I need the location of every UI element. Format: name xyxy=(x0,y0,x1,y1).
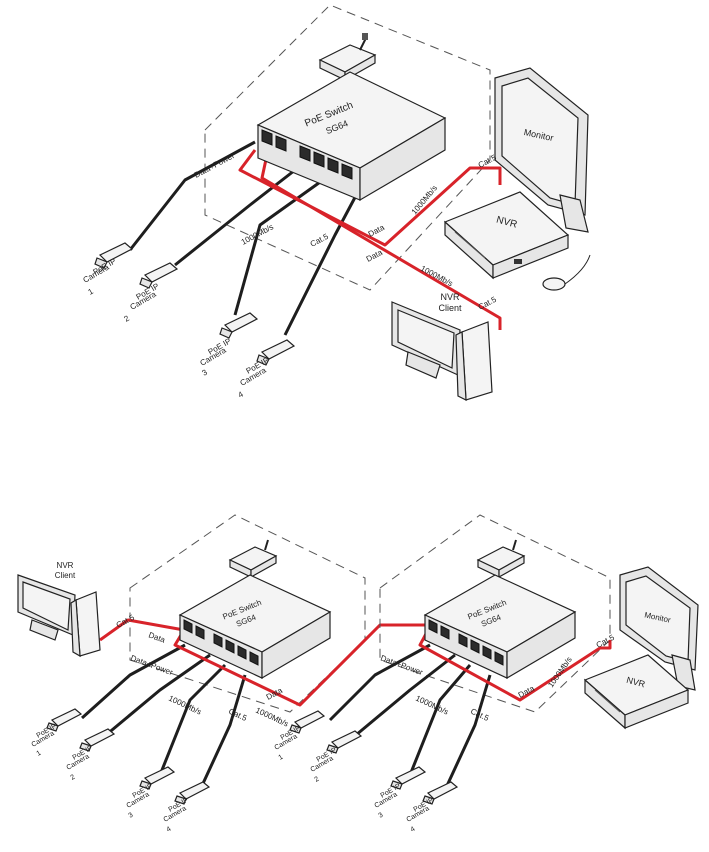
camera-cables-br xyxy=(328,643,492,791)
poe-switch: PoE Switch SG64 xyxy=(256,71,447,202)
label-data-power-br: Data+Power xyxy=(379,653,424,677)
nvr-device: NVR xyxy=(443,191,570,280)
switch-ports xyxy=(261,129,353,180)
label-1000-br: 1000Mb/s xyxy=(414,694,450,717)
label-cat5-a-br: Cat.5 xyxy=(469,707,491,723)
camera-4-bl: PoE IP Camera 4 xyxy=(163,781,211,834)
nvr-client-label-1-bl: NVR xyxy=(57,561,74,570)
red-links-bl xyxy=(99,618,440,707)
camera-3-num: 3 xyxy=(201,367,210,377)
camera-1-num: 1 xyxy=(87,286,96,296)
camera-2: PoE IP Camera 2 xyxy=(123,262,179,324)
nvr-label-br: NVR xyxy=(625,675,646,690)
bottom-left-diagram: PoE Switch SG64 NVR Client PoE IP Camera… xyxy=(17,514,440,834)
camera-4-num: 4 xyxy=(237,389,246,399)
label-data-b: Data xyxy=(365,248,385,264)
camera-3-bl-num: 3 xyxy=(128,812,135,820)
camera-4-br: PoE IP Camera 4 xyxy=(406,781,459,834)
nvr-client-label-2-bl: Client xyxy=(55,571,76,580)
power-adapter-br xyxy=(476,539,526,579)
mouse-icon xyxy=(542,254,591,291)
label-1000-a: 1000Mb/s xyxy=(240,222,275,246)
label-cat5-a-bl: Cat.5 xyxy=(115,613,137,630)
camera-2-bl-num: 2 xyxy=(70,774,77,782)
camera-cables-bl xyxy=(80,643,247,791)
camera-2-bl: PoE IP Camera 2 xyxy=(66,728,116,782)
camera-1: PoE IP Camera 1 xyxy=(82,242,134,297)
red-links-top xyxy=(238,149,502,330)
label-1000-link-br: 1000Mb/s xyxy=(546,655,574,689)
poe-switch-br: PoE Switch SG64 xyxy=(423,574,577,680)
top-diagram: PoE Switch SG64 Monitor NVR xyxy=(82,4,591,402)
camera-3-bl: PoE IP Camera 3 xyxy=(126,766,176,820)
nvr-client-label-1: NVR xyxy=(440,292,460,302)
camera-1-bl-num: 1 xyxy=(36,750,43,758)
camera-4-br-num: 4 xyxy=(410,826,417,834)
nvr-client-pc: NVR Client xyxy=(391,292,493,402)
label-data-power-bl: Data+Power xyxy=(129,653,174,677)
camera-2-br-num: 2 xyxy=(314,776,321,784)
power-enclosure-dashed xyxy=(204,4,491,291)
poe-switch-bl: PoE Switch SG64 xyxy=(178,574,332,680)
nvr-device-br: NVR xyxy=(583,654,690,730)
camera-3-br-num: 3 xyxy=(378,812,385,820)
camera-cables-top xyxy=(128,140,362,336)
camera-4: PoE IP Camera 4 xyxy=(237,339,296,400)
camera-2-num: 2 xyxy=(123,313,132,323)
nvr-client-label-2: Client xyxy=(438,303,462,313)
monitor-br: Monitor xyxy=(619,566,699,691)
label-data-power: Data+Power xyxy=(193,151,237,180)
monitor: Monitor xyxy=(494,67,589,233)
nvr-label: NVR xyxy=(495,215,518,231)
label-cat5-a: Cat.5 xyxy=(309,232,331,249)
power-adapter-bl xyxy=(228,539,278,579)
camera-4-bl-num: 4 xyxy=(166,826,173,834)
label-1000-c: 1000Mb/s xyxy=(419,264,454,288)
camera-1-br-num: 1 xyxy=(278,754,285,762)
camera-2-br: PoE IP Camera 2 xyxy=(310,730,363,784)
bottom-right-diagram: PoE Switch SG64 Monitor NVR PoE IP Camer… xyxy=(274,514,699,834)
label-1000-link-bl: 1000Mb/s xyxy=(254,706,290,729)
red-links-br xyxy=(418,629,612,702)
nvr-client-pc-bl: NVR Client xyxy=(17,561,101,658)
label-data-a-bl: Data xyxy=(147,630,166,644)
camera-1-bl: PoE IP Camera 1 xyxy=(31,708,83,758)
label-data-a: Data xyxy=(367,223,387,239)
